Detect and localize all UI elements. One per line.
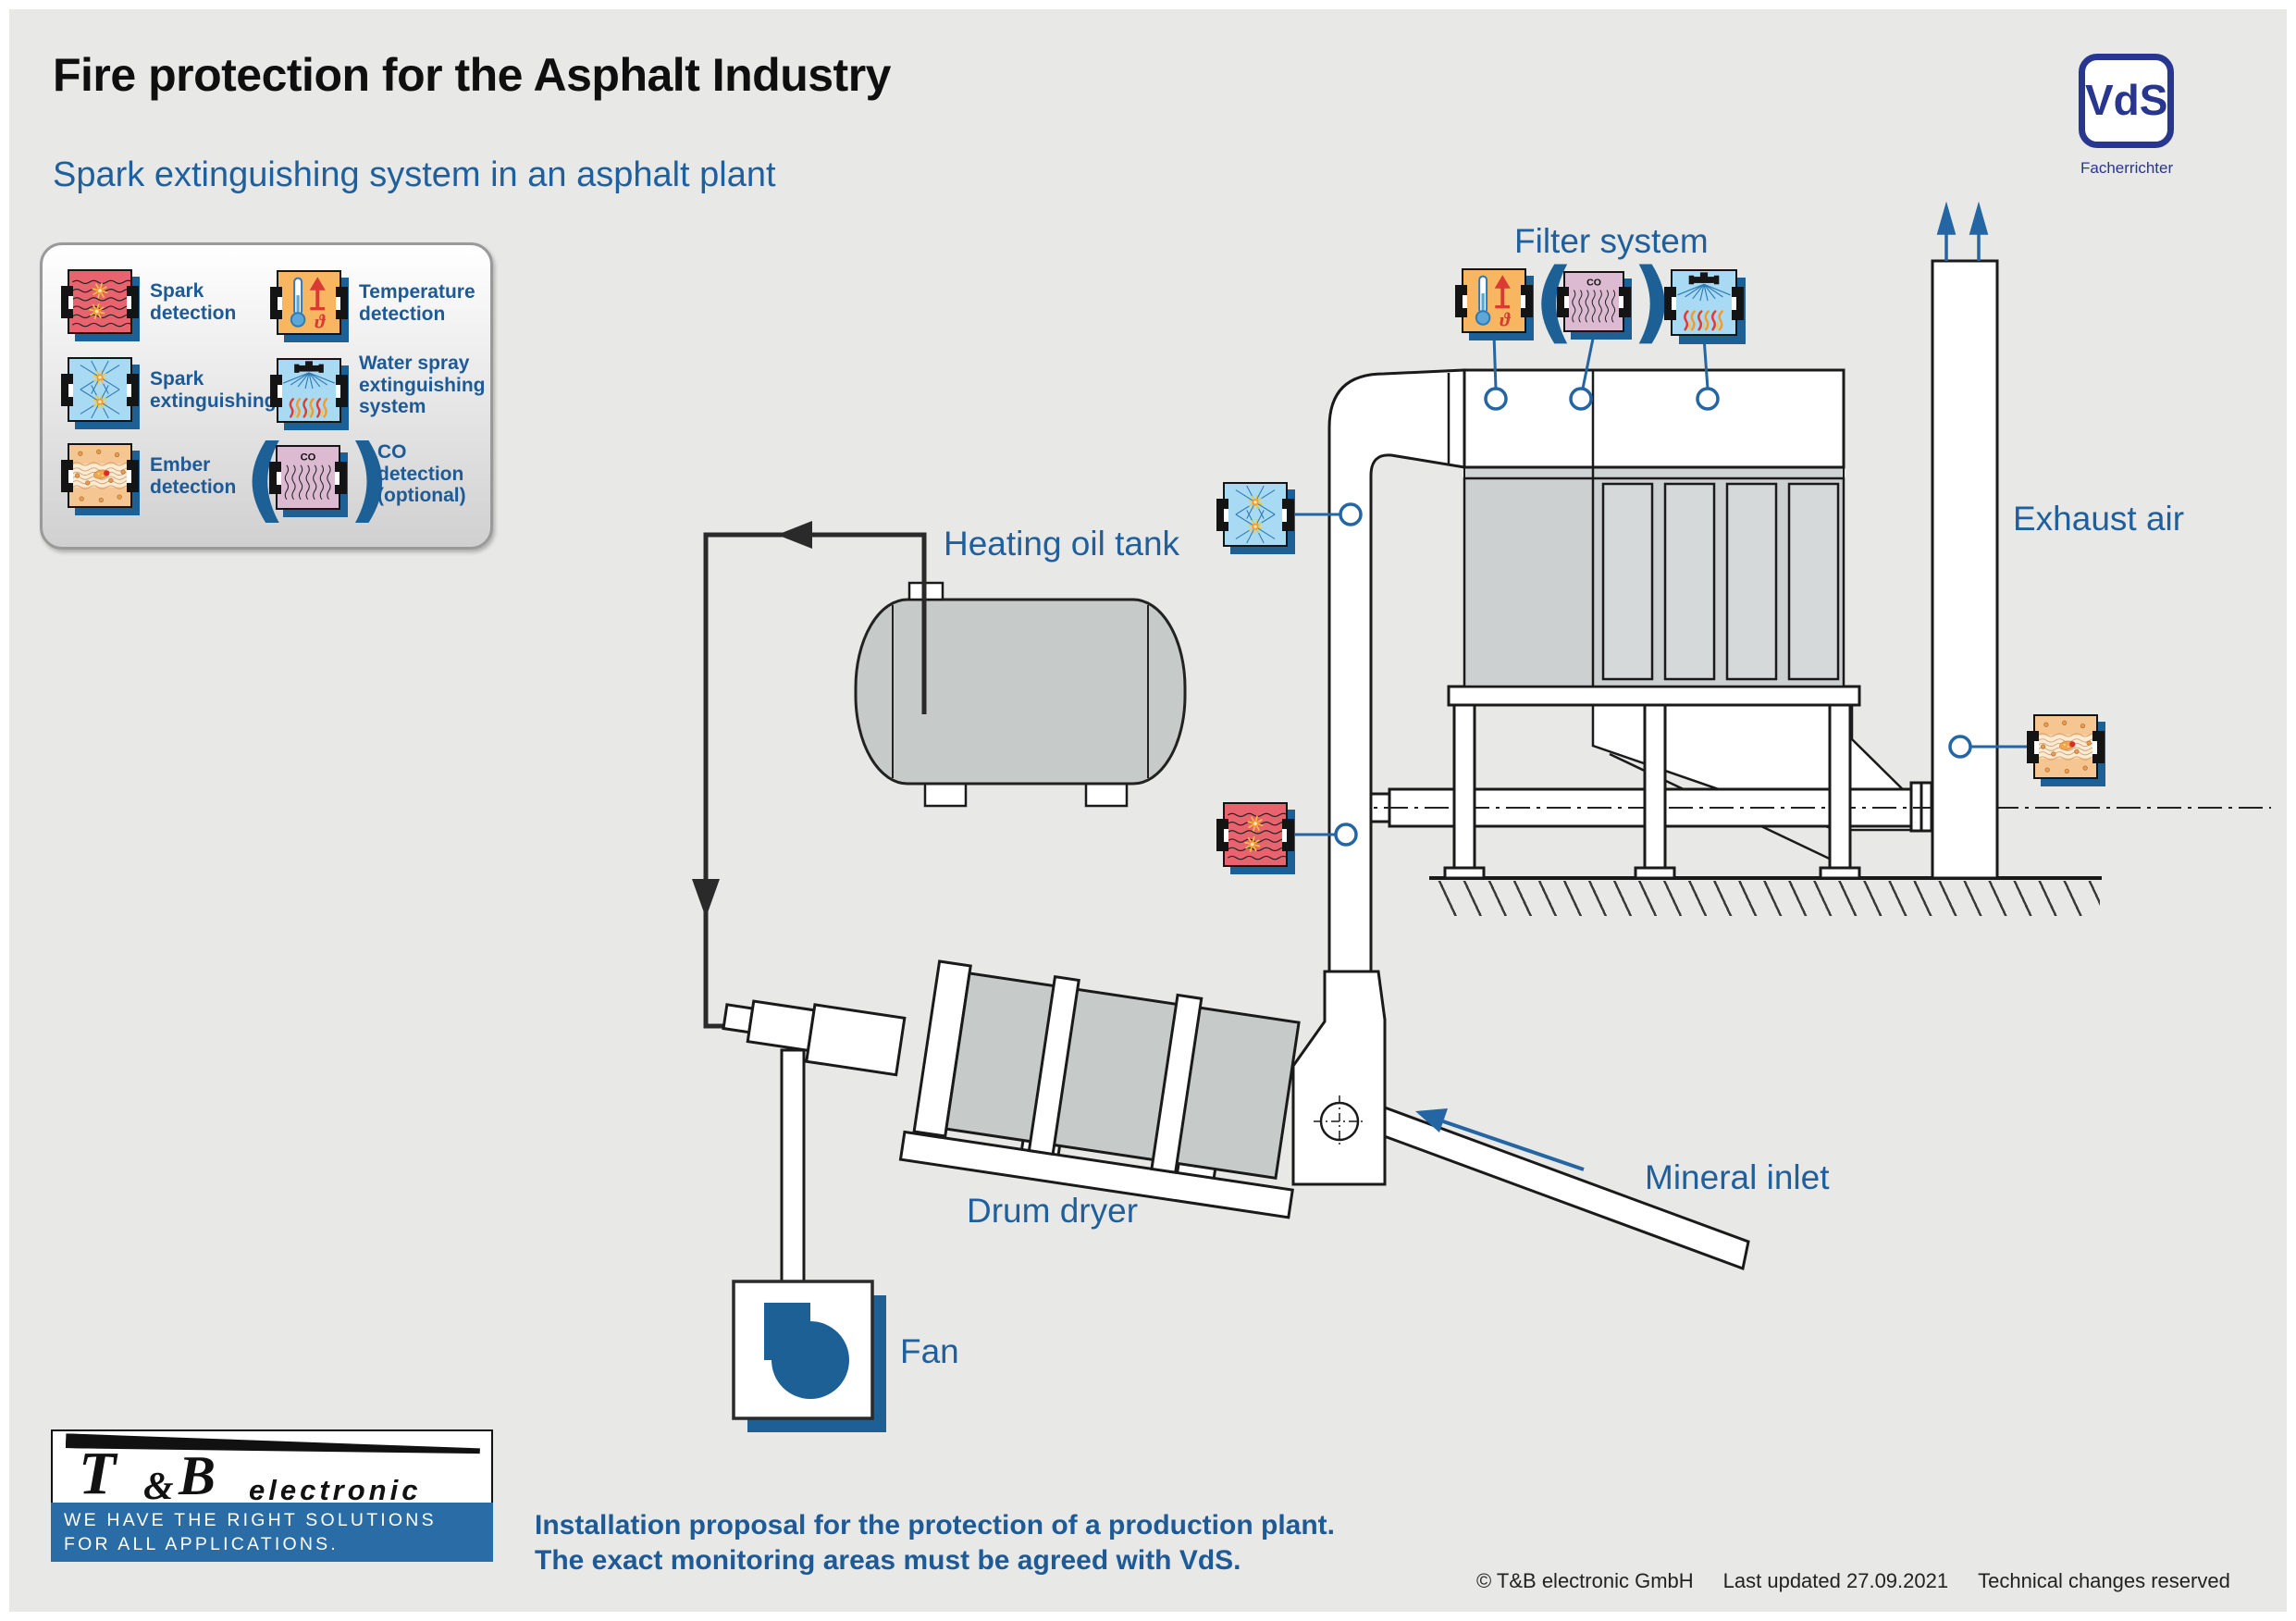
tb-logo-swoosh [66,1433,480,1456]
tb-logo-b: B [179,1445,216,1506]
heating-oil-tank-shape [854,581,1187,808]
exhaust-arrows-icon [1936,201,1989,261]
installation-note-line2: The exact monitoring areas must be agree… [535,1545,1241,1577]
legend-label-co-detection: CO detection (optional) [377,441,466,507]
filter-support [1443,685,1861,880]
filter-hopper [1591,703,1920,865]
page-title: Fire protection for the Asphalt Industry [53,49,891,101]
oil-pipe [692,521,927,1029]
ground-hatching [1432,881,2100,916]
spark-detection-icon [1216,802,1296,875]
legend-label-spark-extinguishing: Spark extinguishing [150,368,277,412]
label-mineral-inlet: Mineral inlet [1645,1158,1830,1196]
legend-label-water-spray: Water spray extinguishing system [359,353,486,418]
fan-shape [732,1280,886,1432]
copyright-line: © T&B electronic GmbH Last updated 27.09… [1476,1569,2230,1593]
last-updated-text: Last updated 27.09.2021 [1722,1569,1949,1592]
co-detection-icon: CO [1557,271,1632,340]
drum-dryer-shape [898,959,1301,1219]
legend-label-spark-detection: Spark detection [150,280,237,324]
tb-logo-electronic: electronic [249,1474,422,1506]
tb-tagline-line2: FOR ALL APPLICATIONS. [64,1534,339,1555]
ember-detection-icon [2027,714,2106,787]
tb-logo-tagline: WE HAVE THE RIGHT SOLUTIONS FOR ALL APPL… [51,1503,493,1562]
burner [722,999,907,1077]
page-subtitle: Spark extinguishing system in an asphalt… [53,155,776,194]
vds-logo: VdS [2079,54,2174,148]
filter-housing [1463,368,1845,688]
drum-outlet-housing [1291,970,1387,1186]
installation-note-line1: Installation proposal for the protection… [535,1510,1335,1541]
label-drum-dryer: Drum dryer [967,1192,1139,1230]
installation-note: Installation proposal for the protection… [535,1508,1335,1579]
exhaust-stack [1931,259,1999,880]
copyright-text: © T&B electronic GmbH [1476,1569,1694,1592]
co-detection-icon: CO [269,445,349,518]
rights-text: Technical changes reserved [1978,1569,2230,1592]
mineral-inlet-arrow-icon [1415,1108,1585,1171]
svg-text:ϑ: ϑ [1500,309,1511,331]
fan-duct [780,1048,806,1285]
ember-detection-icon [61,443,141,516]
svg-text:CO: CO [1586,278,1601,289]
label-exhaust-air: Exhaust air [2013,500,2185,538]
sensor-points [1334,387,1972,847]
temperature-detection-icon: ϑ [1455,268,1535,341]
water-spray-icon [270,358,350,431]
paren-close: ) [348,425,390,533]
tb-electronic-logo: T & B electronic WE HAVE THE RIGHT SOLUT… [51,1429,493,1562]
legend-label-ember-detection: Ember detection [150,454,237,498]
vds-caption: Facherrichter [2080,159,2174,177]
tb-logo-amp: & [143,1466,174,1508]
temperature-detection-icon: ϑ [270,270,350,343]
spark-extinguishing-icon [1216,482,1296,555]
label-heating-oil-tank: Heating oil tank [944,525,1180,563]
spark-extinguishing-icon [61,357,141,430]
riser-duct [1327,368,1466,996]
tb-logo-t: T [79,1440,117,1507]
svg-text:ϑ: ϑ [315,311,326,333]
legend-label-temperature-detection: Temperature detection [359,281,475,325]
label-filter-system: Filter system [1514,222,1709,260]
sensor-connectors [1294,333,2027,836]
spark-detection-icon [61,269,141,342]
water-spray-icon [1664,269,1746,344]
svg-text:CO: CO [301,452,316,464]
tb-tagline-line1: WE HAVE THE RIGHT SOLUTIONS [64,1510,437,1530]
label-fan: Fan [900,1332,959,1370]
vds-logo-text: VdS [2085,76,2168,124]
